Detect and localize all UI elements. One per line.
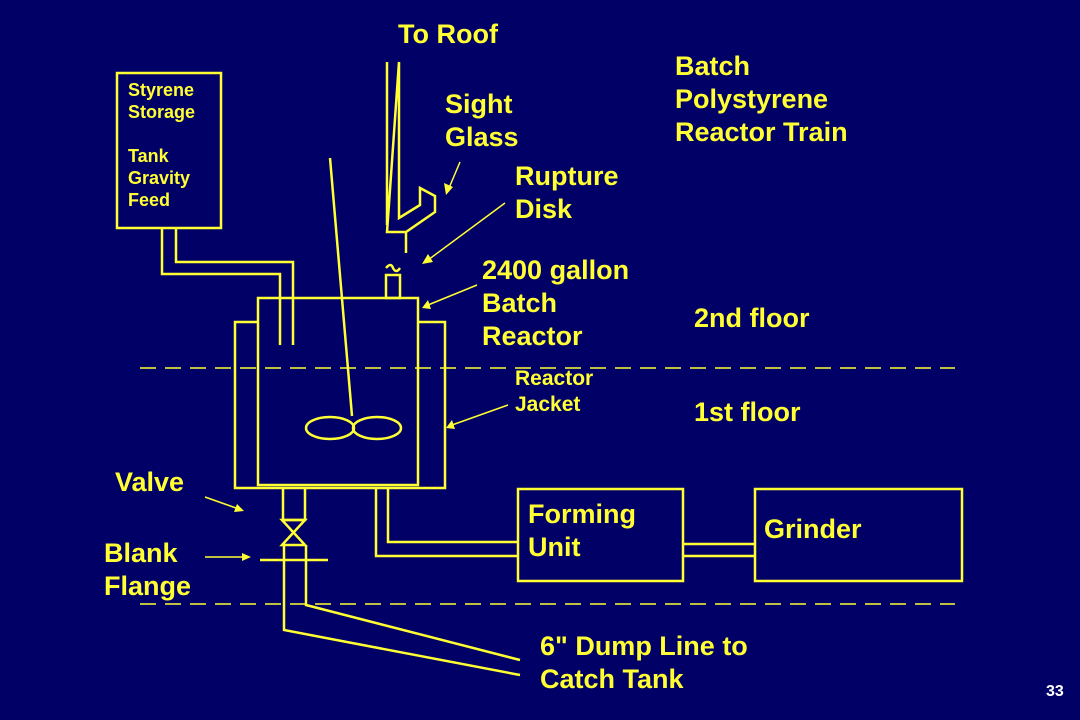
diagram-title: Batch Polystyrene Reactor Train	[675, 51, 848, 147]
label-forming-unit: Forming Unit	[528, 499, 636, 562]
label-valve: Valve	[115, 467, 185, 497]
pointer-sight-glass	[444, 161, 461, 195]
pointer-reactor-jacket	[446, 404, 509, 429]
rupture-disk-nozzle	[384, 273, 402, 300]
vent-line-to-roof	[385, 61, 437, 253]
dump-valve	[279, 518, 308, 547]
impeller-blade-left	[304, 415, 356, 441]
dump-line-pipe	[282, 545, 521, 677]
impeller-blade-right	[351, 415, 403, 441]
forming-to-grinder-line	[683, 542, 755, 558]
rupture-disk-symbol	[385, 263, 402, 273]
agitator-shaft	[328, 157, 354, 417]
pointer-rupture-disk	[422, 202, 506, 264]
bottom-outlet-nozzle	[281, 488, 307, 522]
label-sight-glass: Sight Glass	[445, 89, 519, 152]
transfer-line-to-forming-unit	[374, 488, 518, 558]
page-number: 33	[1046, 683, 1064, 700]
label-first-floor: 1st floor	[694, 397, 801, 427]
label-batch-reactor: 2400 gallon Batch Reactor	[482, 255, 630, 351]
label-styrene-storage: Styrene Storage Tank Gravity Feed	[128, 80, 196, 210]
label-reactor-jacket: Reactor Jacket	[515, 367, 594, 416]
pointer-batch-reactor	[422, 284, 478, 309]
grinder-box	[753, 487, 964, 583]
styrene-feed-pipe	[160, 228, 295, 345]
label-rupture-disk: Rupture Disk	[515, 161, 619, 224]
label-to-roof: To Roof	[398, 19, 498, 49]
styrene-storage-tank	[115, 71, 223, 230]
forming-unit-box	[516, 487, 685, 583]
label-second-floor: 2nd floor	[694, 303, 810, 333]
batch-reactor-vessel	[256, 296, 420, 487]
reactor-jacket	[233, 320, 447, 490]
label-blank-flange: Blank Flange	[104, 538, 192, 601]
pointer-blank-flange	[205, 553, 251, 561]
label-dump-line: 6" Dump Line to Catch Tank	[540, 631, 748, 694]
pointer-valve	[204, 496, 244, 512]
label-grinder: Grinder	[764, 514, 862, 544]
